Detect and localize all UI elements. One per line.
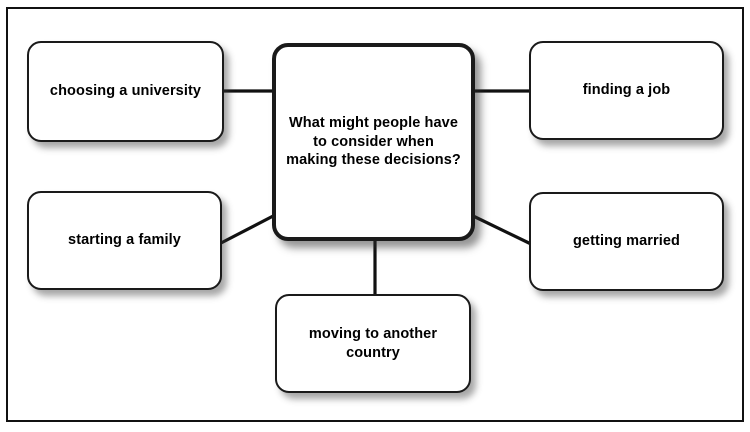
connector-starting-a-family (220, 212, 278, 245)
node-choosing-a-university[interactable]: choosing a university (27, 41, 224, 142)
node-label-getting-married: getting married (572, 233, 681, 250)
node-label-choosing-a-university: choosing a university (49, 83, 202, 100)
connector-getting-married (468, 212, 532, 246)
node-label-starting-a-family: starting a family (68, 232, 181, 249)
node-label-finding-a-job: finding a job (582, 82, 671, 99)
node-label-moving-to-another-country: moving to another country (308, 325, 438, 361)
node-starting-a-family[interactable]: starting a family (27, 191, 222, 290)
node-finding-a-job[interactable]: finding a job (529, 41, 724, 140)
node-getting-married[interactable]: getting married (529, 192, 724, 291)
node-center-question[interactable]: What might people have to consider when … (272, 43, 475, 241)
node-label-center-question: What might people have to consider when … (286, 115, 461, 169)
node-moving-to-another-country[interactable]: moving to another country (275, 294, 471, 393)
